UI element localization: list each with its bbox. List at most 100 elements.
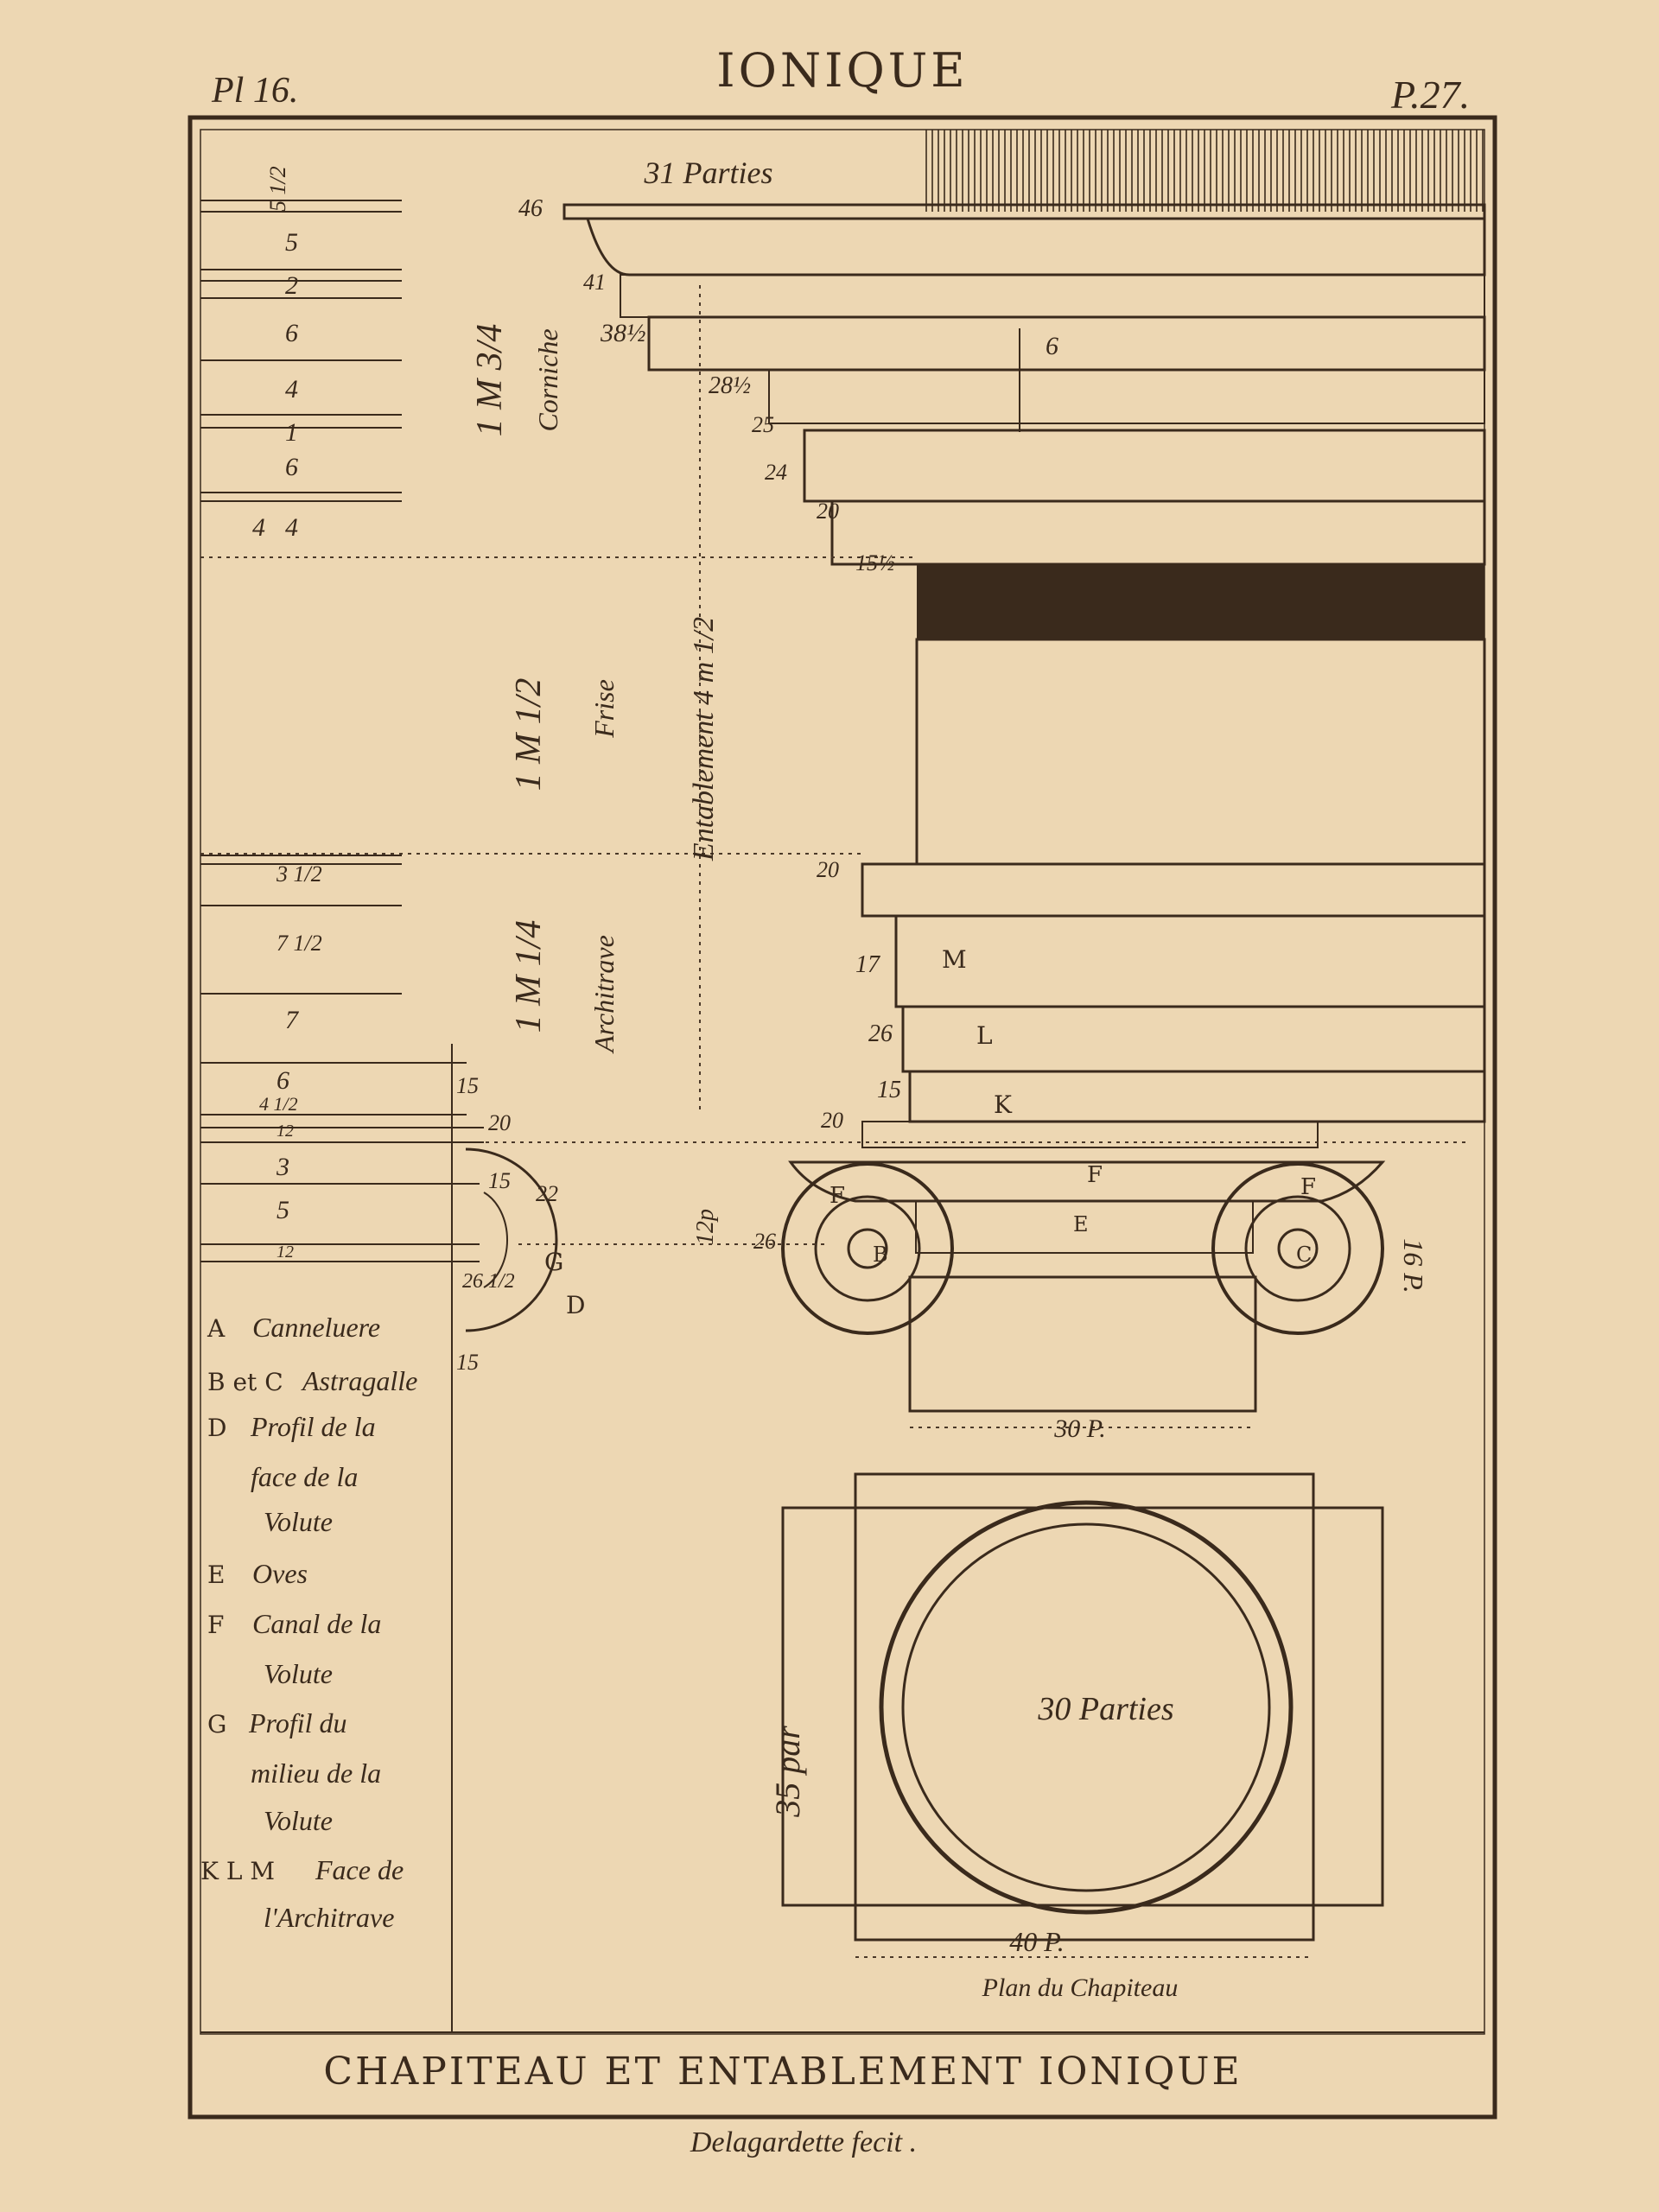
label-text: L <box>976 1021 993 1050</box>
architrave-measure: 1 M 1/4 <box>509 920 549 1033</box>
label-text: F <box>830 1183 845 1209</box>
label-text: Face de <box>315 1854 404 1885</box>
label-text: 5 <box>285 228 298 257</box>
legend-item: F Canal de la <box>207 1608 381 1639</box>
label-text: A <box>207 1314 226 1343</box>
legend-item: l'Architrave <box>264 1902 394 1933</box>
cornice-label: Corniche <box>532 328 563 431</box>
engraver-signature: Delagardette fecit . <box>690 2126 917 2158</box>
label-text: 41 <box>583 270 606 295</box>
label-text: K <box>994 1090 1013 1119</box>
frieze-label: Frise <box>588 679 620 739</box>
legend-item: E Oves <box>207 1558 308 1589</box>
outer-frame <box>188 115 1497 2120</box>
frieze-drawing <box>915 564 1486 866</box>
plate-caption: CHAPITEAU ET ENTABLEMENT IONIQUE <box>323 2050 1242 2094</box>
label-text: D <box>566 1291 585 1319</box>
plan-center-label: 30 Parties <box>1037 1691 1173 1727</box>
frieze-measure: 1 M 1/2 <box>509 678 549 791</box>
legend-item: D Profil de la <box>207 1411 376 1442</box>
label-text: 20 <box>821 1108 843 1133</box>
label-text: D <box>207 1414 226 1442</box>
plan-caption: Plan du Chapiteau <box>982 1974 1179 2002</box>
label-text: 4 <box>285 513 298 542</box>
label-text: 6 <box>1046 332 1058 360</box>
label-text: 20 <box>817 857 839 882</box>
label-text: 12 <box>276 1122 294 1141</box>
label-text: Profil du <box>248 1707 346 1738</box>
label-text: 24 <box>765 460 787 485</box>
legend-item: Volute <box>264 1658 333 1689</box>
legend-item: G Profil du <box>207 1707 346 1738</box>
label-text: 26 1/2 <box>462 1270 515 1293</box>
left-scale: 5 1/2 5 2 6 4 1 6 4 4 3 1/2 7 1/2 7 6 4 … <box>200 166 1484 2033</box>
plan-width-label: 40 P. <box>1009 1926 1064 1957</box>
label-text: C <box>1296 1243 1312 1267</box>
entablature-label: Entablement 4 m 1/2 <box>688 617 720 861</box>
label-text: Volute <box>264 1805 333 1836</box>
label-text: 12p <box>692 1209 719 1245</box>
cornice-marks: 46 41 38½ 28½ 25 24 20 15½ 6 <box>518 195 1058 575</box>
capital-plan-drawing <box>781 1472 1384 1942</box>
label-text: 25 <box>752 412 774 437</box>
label-text: 16 P. <box>1398 1238 1429 1293</box>
label-text: 4 <box>252 513 265 542</box>
legend-item: B et C Astragalle <box>207 1365 417 1396</box>
label-text: 7 <box>285 1006 300 1034</box>
label-text: F <box>1087 1162 1103 1188</box>
label-text: 38½ <box>600 319 646 347</box>
label-text: F <box>1300 1174 1316 1200</box>
label-text: 6 <box>285 319 298 347</box>
label-text: 26 <box>868 1020 893 1047</box>
label-text: 22 <box>536 1181 558 1206</box>
label-text: 30 P. <box>1053 1414 1105 1443</box>
top-parts-label: 31 Parties <box>644 156 773 190</box>
label-text: 20 <box>488 1110 511 1135</box>
label-text: 26 <box>753 1229 776 1254</box>
capital-drawing <box>781 1160 1386 1413</box>
label-text: 15 <box>877 1077 901 1103</box>
architrave-drawing <box>861 862 1486 1148</box>
label-text: 46 <box>518 195 543 222</box>
legend-item: face de la <box>251 1461 358 1492</box>
label-text: 28½ <box>709 372 751 399</box>
legend-item: K L M Face de <box>200 1854 404 1885</box>
top-hatch <box>925 130 1484 212</box>
label-text: Canal de la <box>252 1608 381 1639</box>
label-text: K L M <box>200 1857 275 1885</box>
plate-title: IONIQUE <box>716 43 968 98</box>
legend-item: Volute <box>264 1805 333 1836</box>
label-text: M <box>942 945 967 974</box>
capital-labels: 12p 26 F F F E B C 16 P. 30 P. <box>692 1162 1429 1443</box>
label-text: 15½ <box>855 550 895 575</box>
label-text: 15 <box>456 1073 479 1098</box>
label-text: Volute <box>264 1658 333 1689</box>
label-text: Profil de la <box>250 1411 376 1442</box>
label-text: F <box>207 1611 224 1639</box>
label-text: Astragalle <box>301 1365 417 1396</box>
label-text: 5 <box>276 1196 289 1224</box>
label-text: B et C <box>207 1368 283 1396</box>
label-text: Oves <box>252 1558 308 1589</box>
legend-item: Volute <box>264 1506 333 1537</box>
label-text: l'Architrave <box>264 1902 394 1933</box>
label-text: milieu de la <box>251 1758 381 1789</box>
profile-marks: 15 20 15 22 26 1/2 15 G D <box>456 1073 585 1375</box>
label-text: 3 <box>276 1153 289 1181</box>
label-text: B <box>873 1243 888 1267</box>
label-text: E <box>207 1560 225 1589</box>
label-text: Canneluere <box>252 1312 380 1343</box>
label-text: 1 <box>285 418 298 447</box>
label-text: 7 1/2 <box>276 931 322 956</box>
architrave-label: Architrave <box>588 935 620 1054</box>
label-text: 4 1/2 <box>259 1093 298 1115</box>
label-text: 6 <box>276 1066 289 1095</box>
label-text: 6 <box>285 453 298 481</box>
page-number: P.27. <box>1390 73 1470 117</box>
cornice-drawing <box>563 203 1486 566</box>
label-text: G <box>207 1710 226 1738</box>
plan-side-label: 35 par <box>768 1726 807 1818</box>
label-text: 3 1/2 <box>276 861 322 887</box>
label-text: Volute <box>264 1506 333 1537</box>
